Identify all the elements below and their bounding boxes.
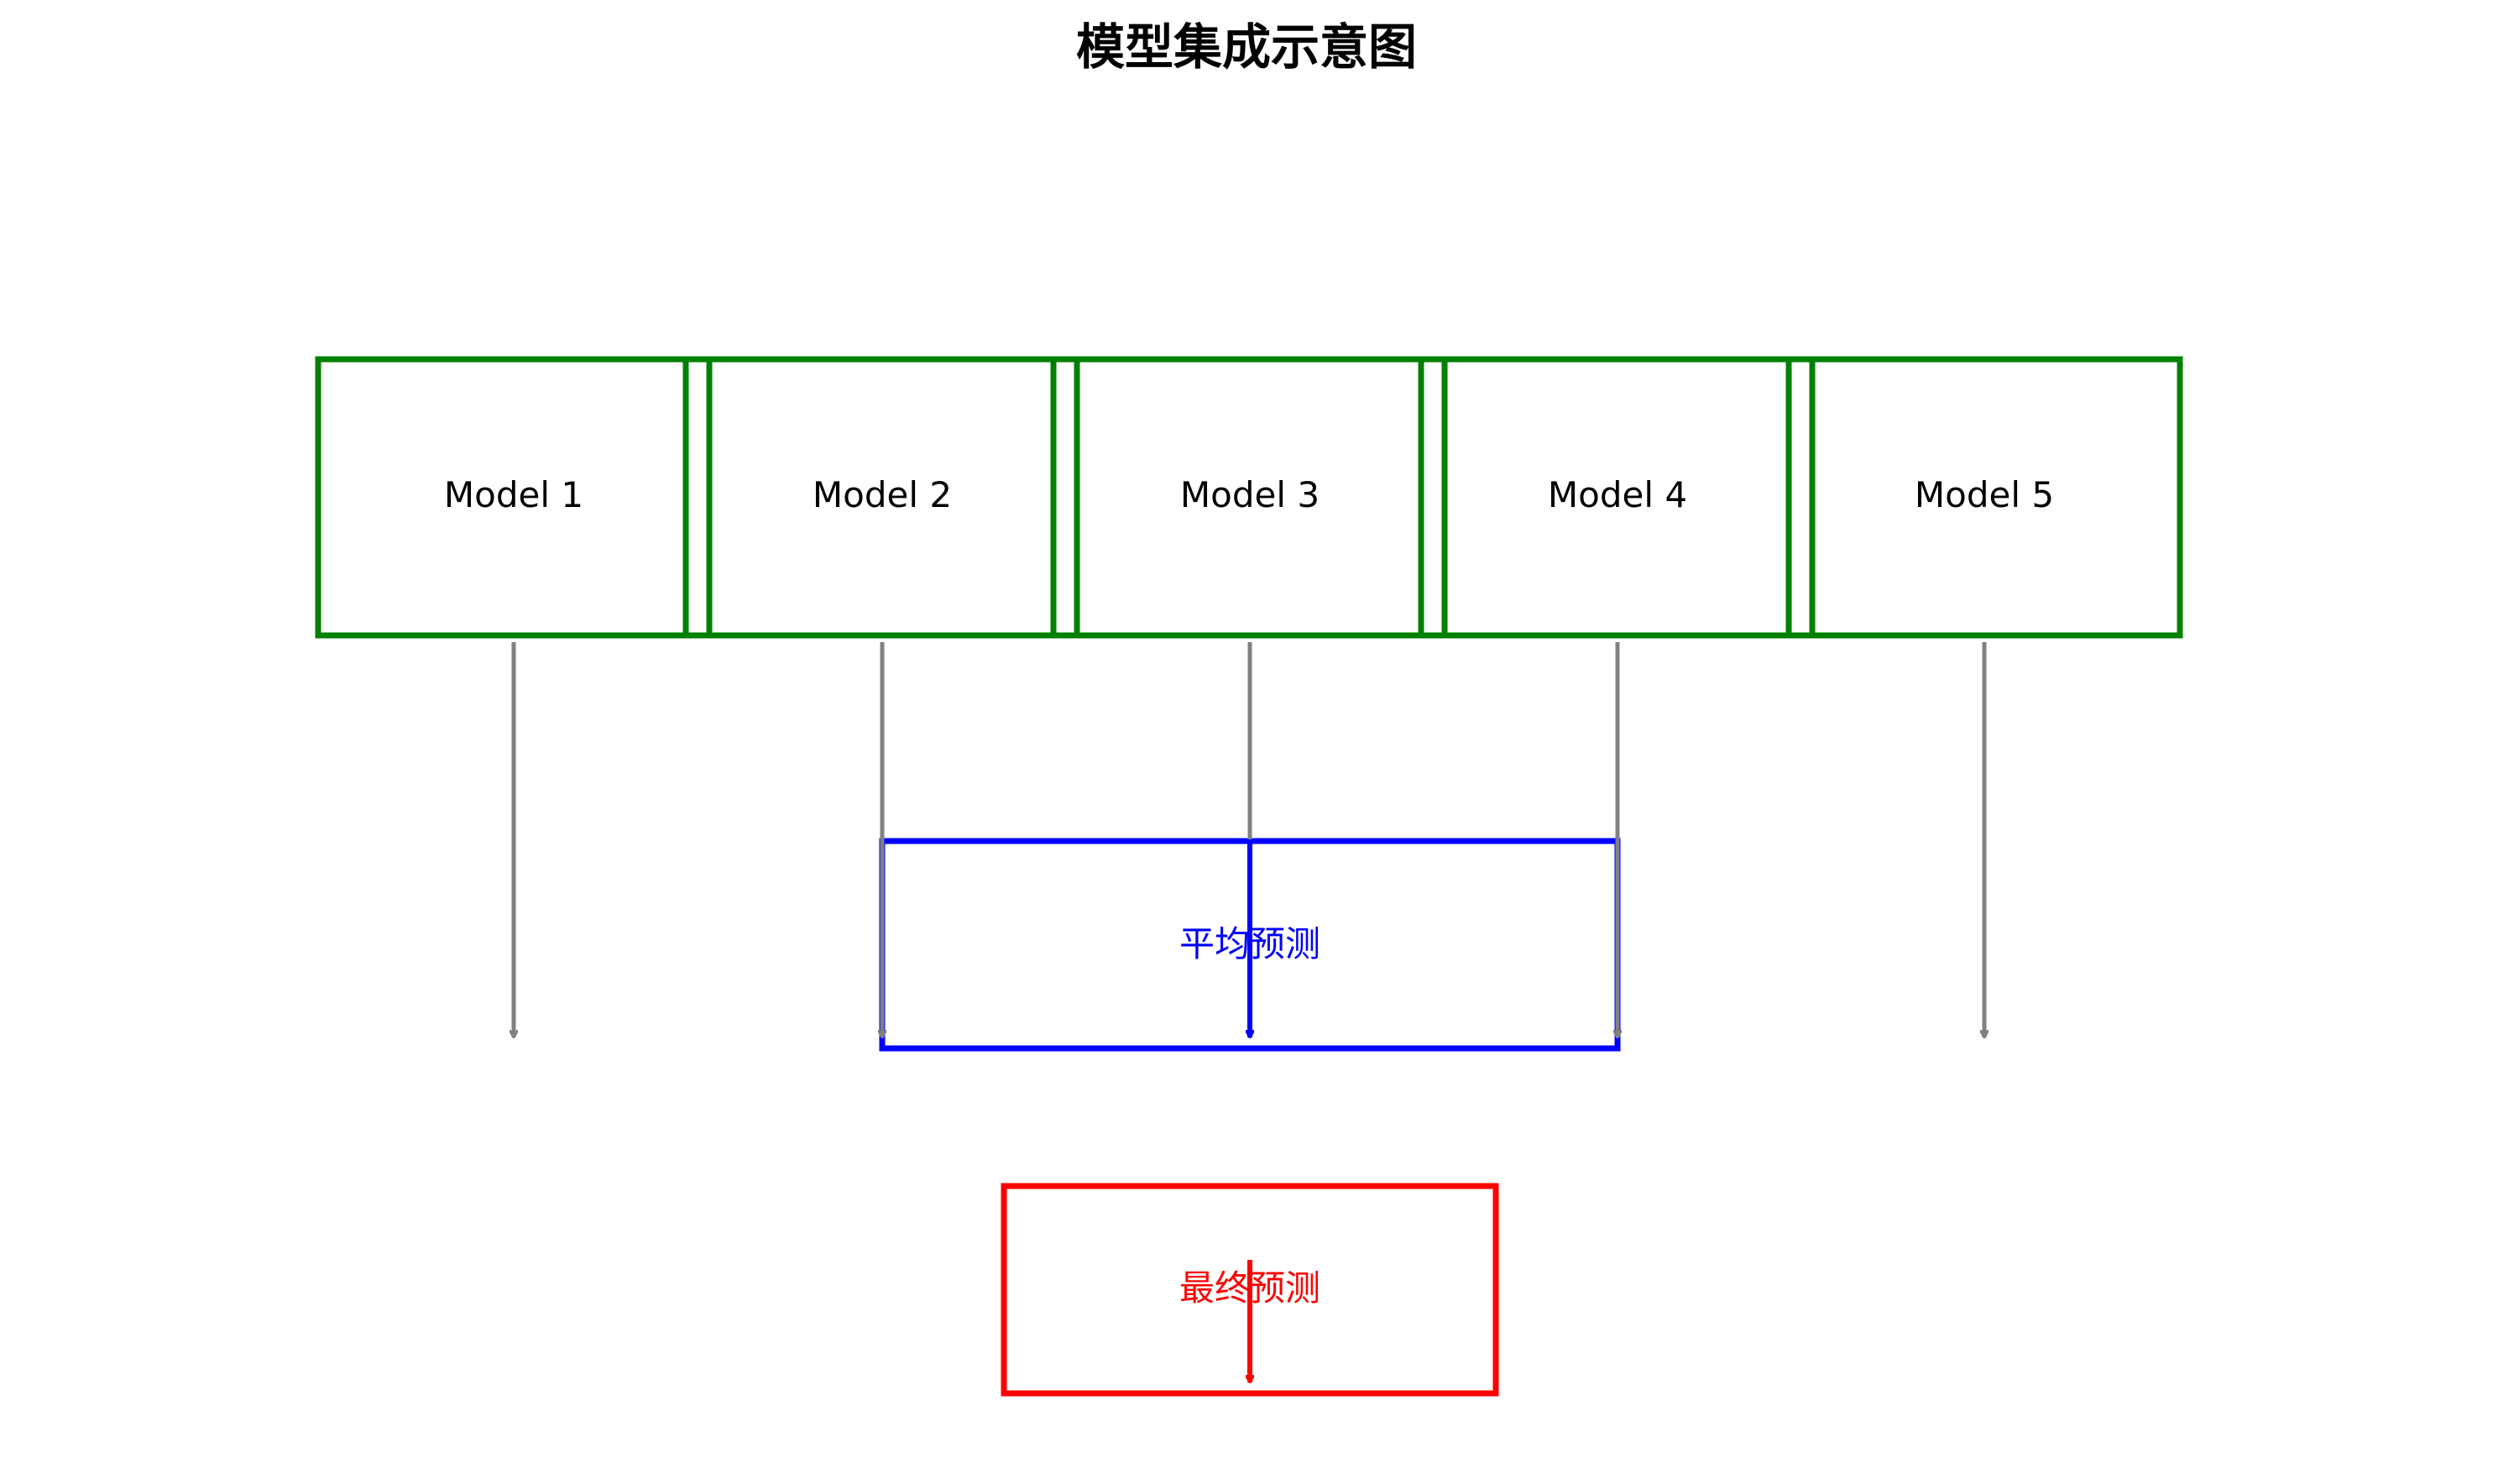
model-labels: Model 1 Model 2 Model 3 Model 4 Model 5: [444, 474, 2054, 515]
final-prediction-box: [1001, 1183, 1499, 1397]
model-box-2: [682, 356, 1080, 639]
model-boxes: [315, 356, 2183, 639]
model-box-1: [315, 356, 713, 639]
model-label-5: Model 5: [1915, 474, 2054, 515]
model-label-1: Model 1: [444, 474, 583, 515]
diagram-title: 模型集成示意图: [1076, 18, 1417, 76]
model-label-4: Model 4: [1548, 474, 1687, 515]
model-box-3: [1050, 356, 1448, 639]
model-box-4: [1418, 356, 1816, 639]
model-label-3: Model 3: [1180, 474, 1320, 515]
model-label-2: Model 2: [813, 474, 952, 515]
model-output-arrows: [514, 642, 1984, 1037]
model-box-5: [1785, 356, 2183, 639]
